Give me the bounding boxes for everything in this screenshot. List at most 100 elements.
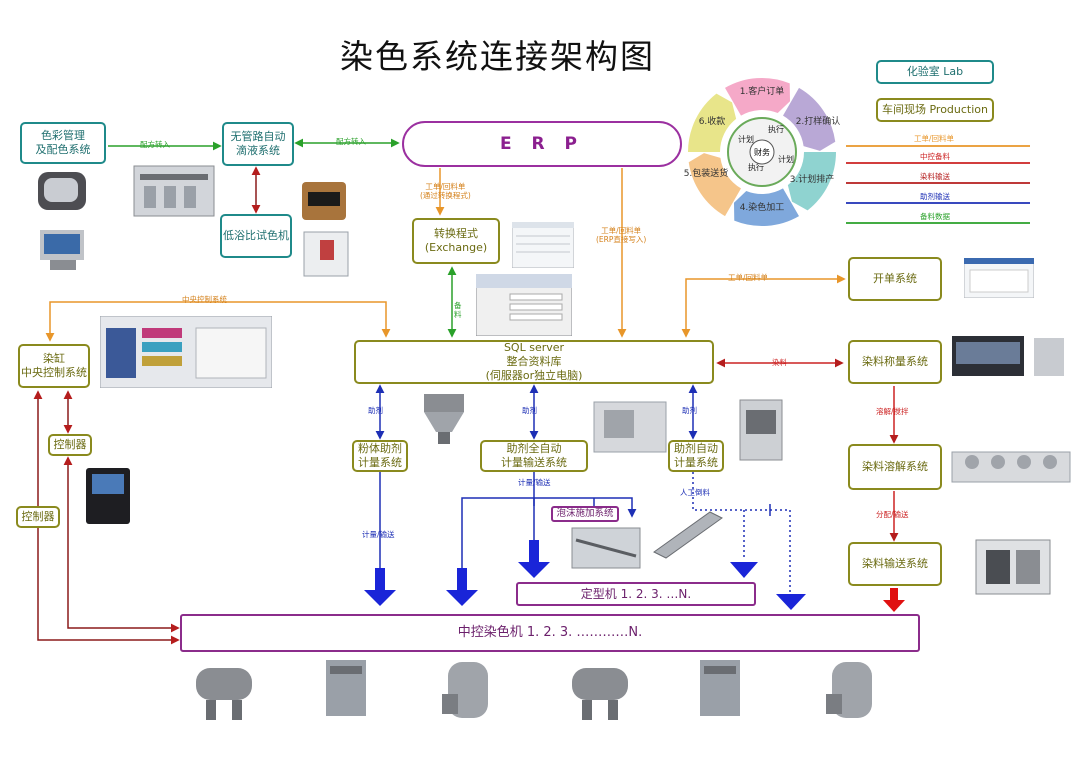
legend-lab: 化验室 Lab [876,60,994,84]
legend-label-dye-transport: 染料输送 [920,172,950,181]
machine-2 [326,660,366,716]
node-order-system[interactable]: 开单系统 [848,257,942,301]
legend-label-aux-transport: 助剂输送 [920,192,950,201]
spectrophotometer-image [38,172,86,270]
machine-3 [442,662,488,718]
machine-6 [826,662,872,718]
label-recipe-in-2: 配方转入 [336,137,366,146]
exchange-screenshot [512,222,574,268]
node-erp[interactable]: E R P [402,121,682,167]
label-distribute-transport: 分配/输送 [876,510,909,519]
dispenser-image [133,165,215,217]
edge-auxfull-branch [461,497,637,570]
label-aux-3: 助剂 [682,406,697,415]
cycle-inner-label: 计划 [778,154,794,164]
machine-1 [196,668,252,720]
cycle-inner-label: 执行 [748,162,764,172]
page-title: 染色系统连接架构图 [340,37,655,76]
dye-transport-image [975,539,1051,595]
thick-arrow-3 [518,540,550,578]
aux-full-auto-image [593,401,667,453]
legend-production: 车间现场 Production [876,98,994,122]
cycle-segment-5 [688,153,741,217]
node-dye-transport[interactable]: 染料输送系统 [848,542,942,586]
node-color-management[interactable]: 色彩管理 及配色系统 [20,122,106,164]
node-sql-server[interactable]: SQL server 整合资料库 (伺服器or独立电脑) [354,340,714,384]
thick-arrow-2 [446,568,478,606]
cycle-center [749,139,775,165]
legend-label-prep-data: 备料数据 [920,212,950,221]
powder-system-image [424,394,464,444]
cycle-inner-label: 计划 [738,134,754,144]
order-screenshot [964,258,1034,298]
sql-login-screenshot [476,274,572,336]
edge-controller-dyeing [63,456,180,633]
edge-auxauto-dotted [692,472,791,594]
node-dye-dissolve[interactable]: 染料溶解系统 [848,444,942,490]
cycle-step-label: 6.收款 [699,115,726,127]
node-dyeing-machine[interactable]: 中控染色机 1. 2. 3. …………N. [180,614,920,652]
label-dissolve-stir: 溶解/搅拌 [876,407,909,416]
node-exchange[interactable]: 转换程式 (Exchange) [412,218,500,264]
machines-row [196,660,872,720]
edge-central-sql [45,301,391,342]
legend-lines [846,145,1030,224]
dye-dissolve-image [951,451,1071,483]
cycle-segment-6 [688,93,737,152]
node-dye-central-control[interactable]: 染缸 中央控制系统 [18,344,90,388]
cycle-step-label: 5.包装送货 [684,167,729,179]
machine-4 [572,668,628,720]
label-aux-2: 助剂 [522,406,537,415]
cycle-segment-4 [733,188,799,226]
label-prep: 备 料 [454,301,462,319]
cycle-step-label: 4.染色加工 [740,201,785,213]
node-auto-dispense[interactable]: 无管路自动 滴液系统 [222,122,294,166]
thick-arrow-5 [776,594,806,610]
node-powder-aux[interactable]: 粉体助剂 计量系统 [352,440,408,472]
node-aux-full-auto[interactable]: 助剂全自动 计量输送系统 [480,440,588,472]
label-dye-sql: 染料 [772,358,787,367]
central-control-screenshot [100,316,272,388]
label-central-control: 中央控制系统 [182,295,227,304]
node-controller-2[interactable]: 控制器 [16,506,60,528]
legend-label-central-prep: 中控备料 [920,152,950,161]
cycle-center-label: 财务 [754,147,770,157]
node-foam[interactable]: 泡沫施加系统 [551,506,619,522]
label-erp-direct: 工单/回料单 (ERP直接写入) [596,226,647,244]
edge-order-sql-orange [681,274,846,338]
label-order-sql: 工单/回料单 [728,273,769,282]
aux-auto-image [739,399,783,461]
label-recipe-in-1: 配方转入 [140,140,170,149]
node-low-bath-tester[interactable]: 低浴比试色机 [220,214,292,258]
node-stenter[interactable]: 定型机 1. 2. 3. …N. [516,582,756,606]
thick-arrow-1 [364,568,396,606]
node-dye-weighing[interactable]: 染料称量系统 [848,340,942,384]
cycle-step-label: 1.客户订单 [740,85,785,97]
machine-5 [700,660,740,716]
edge-central-dyeing [33,390,180,645]
tester-image [302,182,349,277]
node-aux-auto[interactable]: 助剂自动 计量系统 [668,440,724,472]
cycle-wheel: 1.客户订单2.打样确认3.计划排产4.染色加工5.包装送货6.收款计划执行计划… [684,77,841,226]
label-aux-1: 助剂 [368,406,383,415]
label-measure-transport-2: 计量/输送 [518,478,551,487]
cycle-step-label: 2.打样确认 [796,115,841,127]
dyeweigh-thick-arrow [883,588,905,612]
foam-image [571,527,641,569]
label-measure-transport-1: 计量/输送 [362,530,395,539]
label-erp-exchange: 工单/回料单 (通过转换程式) [420,182,471,200]
thick-arrow-4 [730,562,758,578]
dye-weighing-image [952,336,1064,376]
label-manual-dose: 人工倒料 [680,488,710,497]
cycle-segment-1 [725,77,791,116]
cycle-step-label: 3.计划排产 [790,173,835,185]
cycle-segment-3 [787,152,836,211]
controller-device-image [86,468,130,524]
stenter-image [653,511,723,559]
cycle-inner-label: 执行 [768,124,784,134]
node-controller-1[interactable]: 控制器 [48,434,92,456]
cycle-segment-2 [783,87,836,151]
legend-label-order: 工单/回料单 [914,134,955,143]
